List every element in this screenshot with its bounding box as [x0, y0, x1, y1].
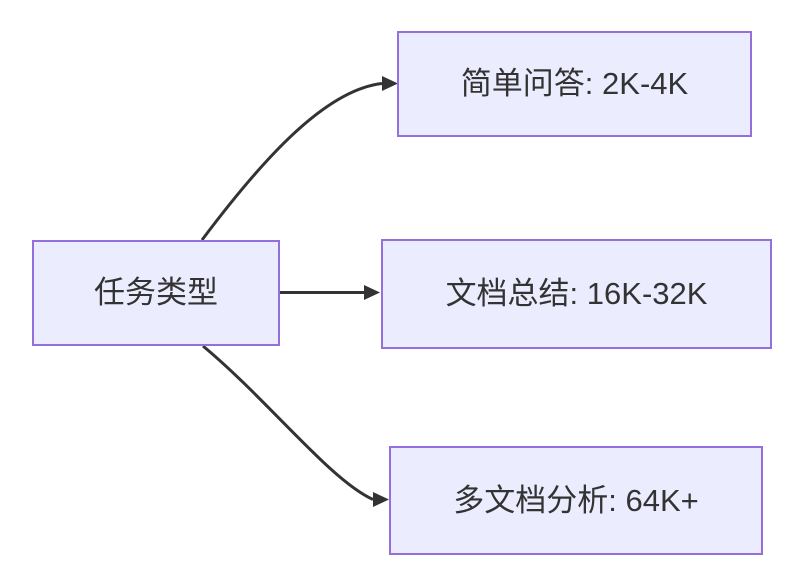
arrowhead-multi	[373, 492, 389, 507]
node-task-type-label: 任务类型	[94, 275, 218, 311]
edge-root-to-simple	[200, 82, 383, 241]
node-simple-qa: 简单问答: 2K-4K	[397, 31, 752, 137]
node-doc-summary: 文档总结: 16K-32K	[381, 239, 772, 349]
node-multi-doc-analysis-label: 多文档分析: 64K+	[453, 482, 699, 518]
node-multi-doc-analysis: 多文档分析: 64K+	[389, 446, 763, 555]
node-simple-qa-label: 简单问答: 2K-4K	[460, 66, 689, 102]
arrowhead-simple	[382, 76, 398, 91]
node-doc-summary-label: 文档总结: 16K-32K	[445, 276, 708, 312]
arrowhead-doc	[364, 285, 380, 300]
node-task-type: 任务类型	[32, 240, 280, 346]
edge-root-to-multi	[202, 344, 374, 501]
